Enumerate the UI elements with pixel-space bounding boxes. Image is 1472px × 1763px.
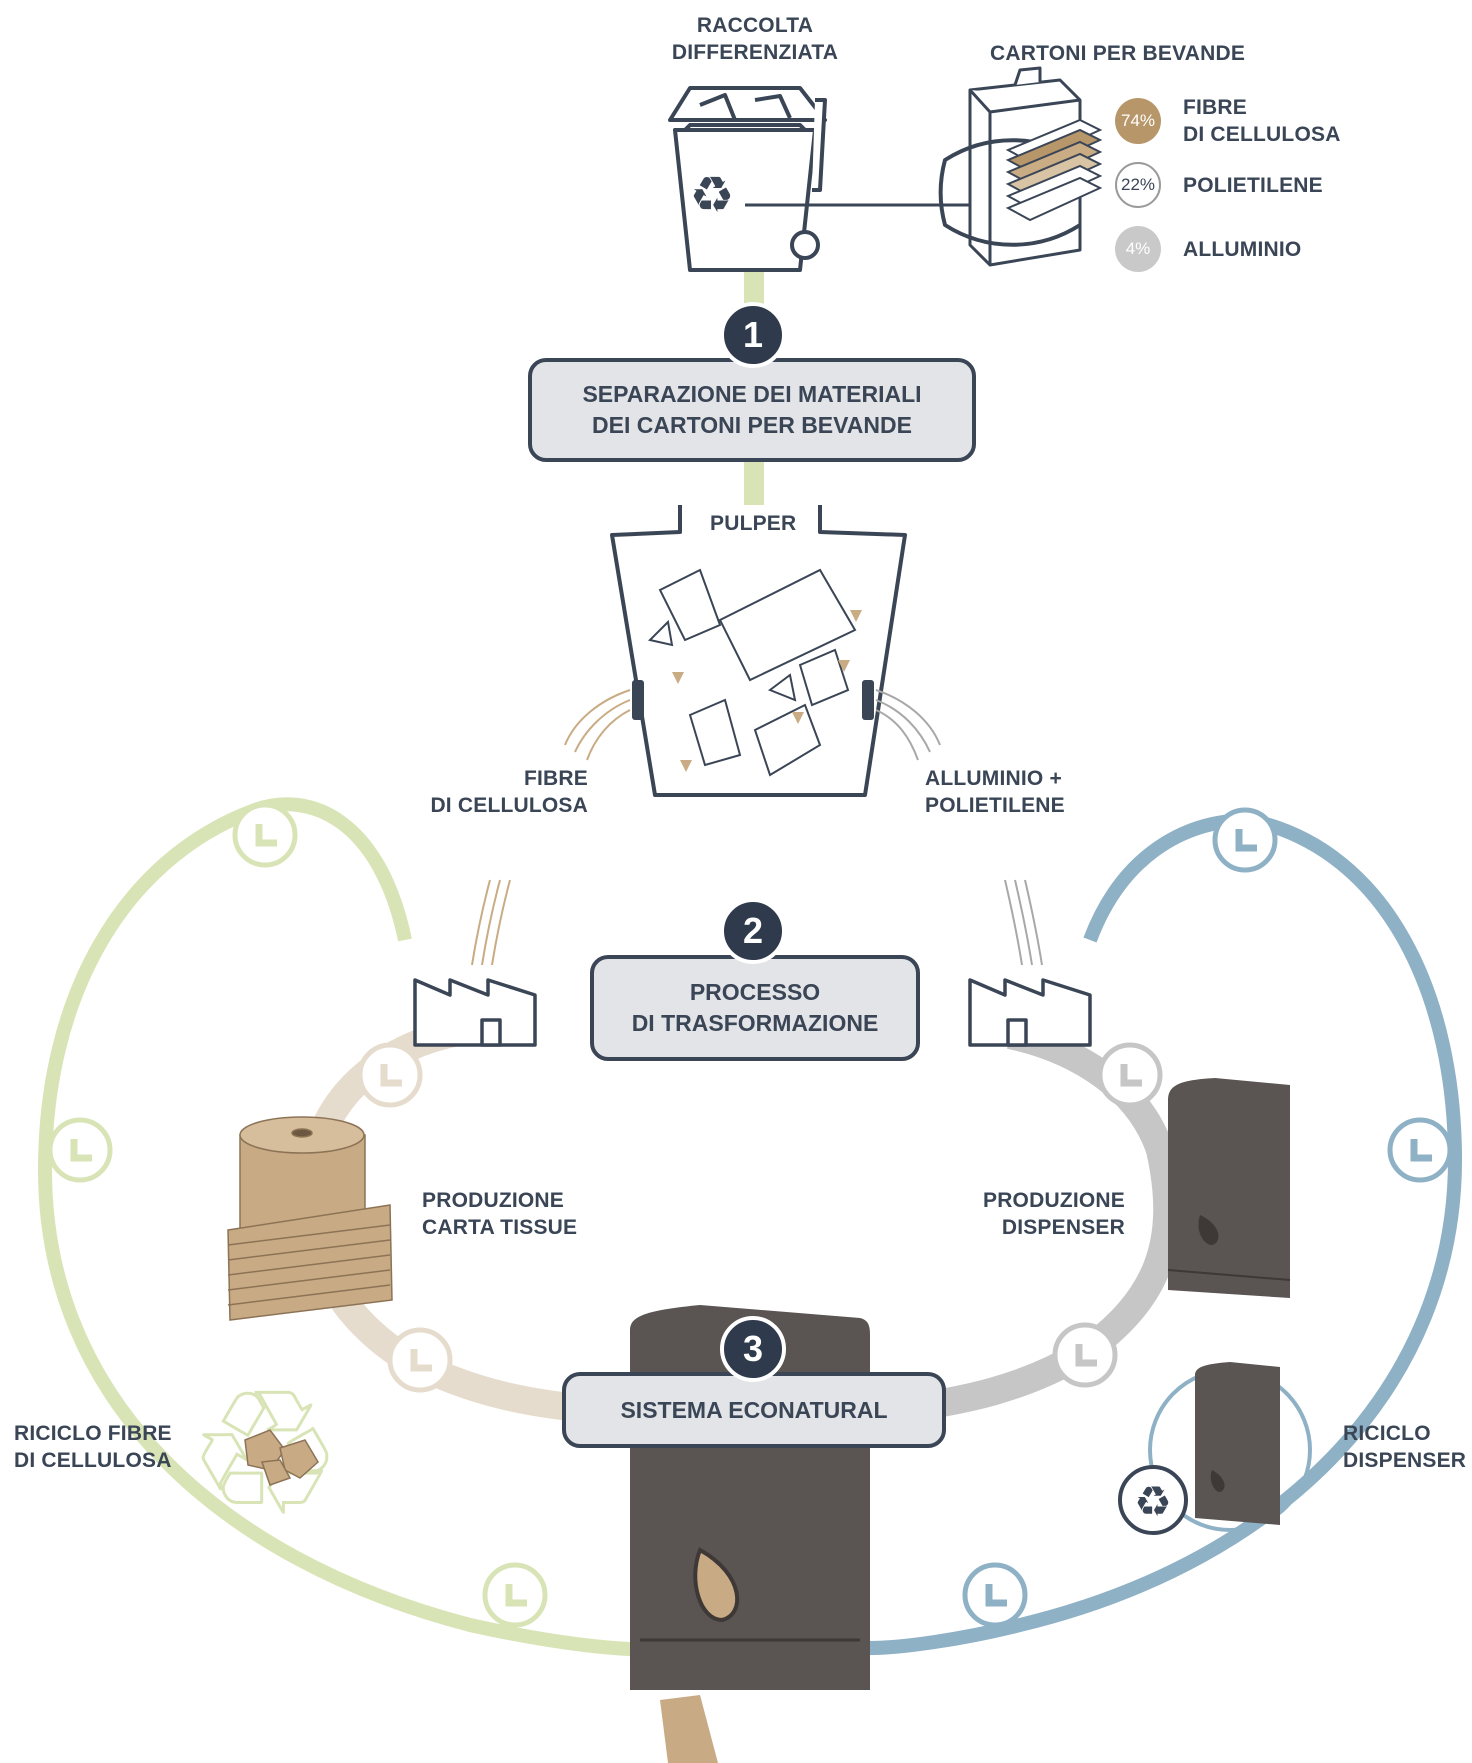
factory-left-icon [413, 978, 537, 1047]
composition-label-fibre: FIBRE DI CELLULOSA [1183, 94, 1341, 148]
production-dispenser-line: PRODUZIONE [982, 1189, 1125, 1212]
step-3-number: 3 [720, 1316, 786, 1382]
carton-layers-icon [1005, 118, 1103, 222]
loop-chevron-icon [1100, 1045, 1160, 1105]
production-dispenser-line: DISPENSER [1001, 1216, 1125, 1239]
output-alu-line: POLIETILENE [925, 794, 1065, 817]
green-recycle-loop [37, 797, 661, 1657]
loop-chevron-icon [1215, 810, 1275, 870]
recycled-dispenser-icon [1195, 1362, 1280, 1525]
recycle-badge [1118, 1465, 1188, 1535]
recycle-badge-icon: ♻ [1134, 1477, 1172, 1526]
loop-chevron-icon [1390, 1120, 1450, 1180]
pulper-particles [672, 610, 862, 772]
fibre-flow-lines [471, 689, 631, 966]
composition-label-polyethylene: POLIETILENE [1183, 174, 1323, 197]
step-1-number: 1 [720, 302, 786, 368]
output-alu-label: ALLUMINIO + POLIETILENE [925, 765, 1065, 819]
output-alu-line: ALLUMINIO + [925, 767, 1062, 790]
recycle-fibre-line: RICICLO FIBRE [14, 1422, 172, 1445]
pulper-valve-left [632, 680, 644, 720]
recycle-fibre-line: DI CELLULOSA [14, 1449, 172, 1472]
crumpled-paper-icon [244, 1429, 319, 1486]
composition-percent-polyethylene: 22% [1115, 162, 1161, 208]
recycling-bin-icon [668, 86, 827, 272]
alu-flow-lines [875, 689, 1043, 966]
pulper-valve-right [862, 680, 874, 720]
recycle-dispenser-label: RICICLO DISPENSER [1343, 1420, 1466, 1474]
factory-right-icon [968, 978, 1092, 1047]
loop-chevron-icon [965, 1565, 1025, 1625]
pulper-label: PULPER [710, 512, 797, 535]
step-1-line: SEPARAZIONE DEI MATERIALI [582, 381, 922, 407]
pulper-icon [610, 505, 907, 797]
output-fibre-line: DI CELLULOSA [430, 794, 588, 817]
bin-label-line: DIFFERENZIATA [671, 41, 839, 64]
composition-label-aluminium: ALLUMINIO [1183, 238, 1302, 261]
composition-percent-aluminium: 4% [1115, 226, 1161, 272]
loop-chevron-icon [390, 1330, 450, 1390]
production-dispenser-label: PRODUZIONE DISPENSER [930, 1187, 1125, 1241]
production-tissue-label: PRODUZIONE CARTA TISSUE [422, 1187, 577, 1241]
composition-label-line: DI CELLULOSA [1183, 123, 1341, 146]
production-tissue-line: CARTA TISSUE [422, 1216, 578, 1239]
loop-chevron-icon [235, 805, 295, 865]
loop-chevron-icon [1055, 1325, 1115, 1385]
tissue-paper-icon [227, 1116, 393, 1321]
recycle-fibre-label: RICICLO FIBRE DI CELLULOSA [14, 1420, 172, 1474]
step-2-line: DI TRASFORMAZIONE [631, 1010, 879, 1036]
step-3-box: SISTEMA ECONATURAL [562, 1372, 946, 1448]
production-tissue-line: PRODUZIONE [422, 1189, 565, 1212]
carton-label: CARTONI PER BEVANDE [990, 42, 1246, 65]
recycle-dispenser-line: RICICLO [1343, 1422, 1431, 1445]
loop-chevron-icon [360, 1045, 420, 1105]
composition-percent-fibre: 74% [1115, 98, 1161, 144]
loop-chevron-icon [50, 1120, 110, 1180]
composition-label-line: FIBRE [1183, 96, 1247, 119]
output-fibre-label: FIBRE DI CELLULOSA [420, 765, 588, 819]
step-2-line: PROCESSO [689, 979, 821, 1005]
step-2-box: PROCESSO DI TRASFORMAZIONE [590, 955, 920, 1061]
bin-label-line: RACCOLTA [696, 14, 814, 37]
step-1-box: SEPARAZIONE DEI MATERIALI DEI CARTONI PE… [528, 358, 976, 462]
step-3-line: SISTEMA ECONATURAL [620, 1396, 888, 1423]
output-fibre-line: FIBRE [524, 767, 588, 790]
loop-chevron-icon [485, 1565, 545, 1625]
recycle-symbol-icon: ♻ [690, 166, 735, 224]
bin-label: RACCOLTA DIFFERENZIATA [640, 12, 870, 66]
pulper-contents [648, 568, 857, 777]
step-2-number: 2 [720, 898, 786, 964]
recycle-dispenser-line: DISPENSER [1343, 1449, 1467, 1472]
dispenser-icon [1167, 1078, 1291, 1298]
step-1-line: DEI CARTONI PER BEVANDE [592, 412, 912, 438]
flow-connector-mid [744, 460, 764, 510]
